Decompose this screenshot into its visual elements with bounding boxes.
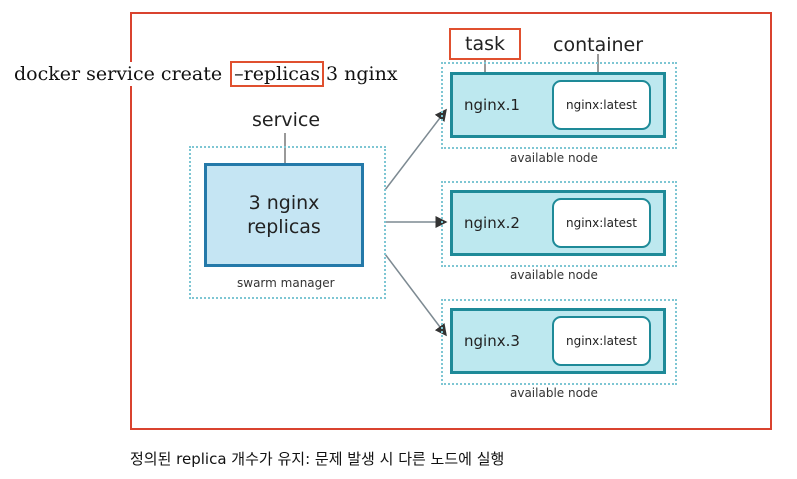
red-frame bbox=[130, 12, 772, 430]
swarm-manager-outline bbox=[189, 146, 386, 299]
replicas-text: replicas bbox=[247, 216, 321, 238]
node-1-outline bbox=[441, 62, 677, 149]
swarm-manager-caption: swarm manager bbox=[237, 276, 335, 290]
node-1-caption: available node bbox=[510, 151, 598, 165]
service-label: service bbox=[252, 109, 321, 131]
node-1-container-label: nginx:latest bbox=[565, 98, 638, 112]
node-1-container: nginx:latest bbox=[552, 80, 651, 130]
node-2-outline bbox=[441, 181, 677, 267]
red-frame-right-edge bbox=[770, 12, 772, 430]
replicas-flag-highlight: –replicas bbox=[230, 61, 325, 87]
node-3-container: nginx:latest bbox=[552, 316, 651, 366]
arrow-to-node-3 bbox=[384, 253, 447, 337]
node-2-task: nginx.2 bbox=[464, 214, 520, 232]
node-3-container-label: nginx:latest bbox=[565, 334, 638, 348]
node-3-outline bbox=[441, 299, 677, 385]
task-label: task bbox=[465, 33, 505, 55]
korean-caption: 정의된 replica 개수가 유지: 문제 발생 시 다른 노드에 실행 bbox=[130, 450, 505, 468]
node-2-container: nginx:latest bbox=[552, 198, 651, 248]
replicas-count-text: 3 nginx bbox=[248, 192, 320, 214]
node-1-task: nginx.1 bbox=[464, 96, 520, 114]
swarm-manager-service-box: 3 nginx replicas bbox=[204, 163, 364, 267]
container-label: container bbox=[553, 34, 644, 56]
node-3-task: nginx.3 bbox=[464, 332, 520, 350]
node-2-caption: available node bbox=[510, 268, 598, 282]
node-2-container-label: nginx:latest bbox=[565, 216, 638, 230]
arrow-to-node-1 bbox=[384, 108, 447, 191]
command-suffix: 3 nginx bbox=[326, 63, 398, 85]
command-prefix: docker service create bbox=[14, 63, 229, 85]
node-3-caption: available node bbox=[510, 386, 598, 400]
task-label-highlight: task bbox=[449, 28, 521, 60]
